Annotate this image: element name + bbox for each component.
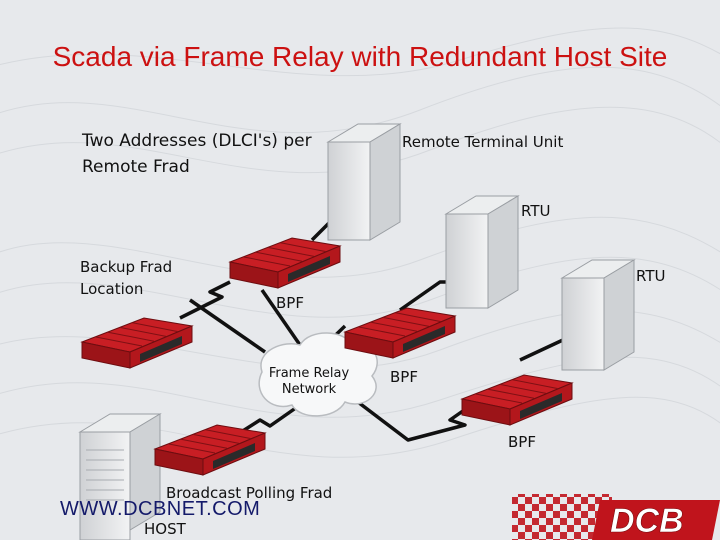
label-bpf-3: BPF: [508, 433, 536, 451]
server-rtu-2: [560, 259, 636, 371]
label-polling-frad: Broadcast Polling Frad: [166, 484, 333, 502]
link-frad3-cloud: [348, 394, 472, 442]
label-bpf-1: BPF: [276, 294, 304, 312]
frad-middle: [343, 307, 457, 359]
server-host: [78, 413, 162, 540]
frad-polling: [153, 424, 267, 476]
frame-relay-cloud: [258, 332, 378, 417]
server-rtu-main: [326, 123, 402, 241]
label-rtu-main: Remote Terminal Unit: [402, 133, 564, 151]
label-rtu-2: RTU: [636, 267, 666, 285]
frad-top: [228, 237, 342, 289]
label-frame-relay-network: Frame Relay Network: [268, 366, 350, 397]
label-bpf-2: BPF: [390, 368, 418, 386]
link-backup-cloud: [189, 298, 266, 354]
label-rtu-1: RTU: [521, 202, 551, 220]
frad-right: [460, 374, 574, 426]
label-host: HOST: [144, 520, 186, 538]
logo-text: DCB: [610, 502, 684, 540]
link-frad1-cloud: [260, 289, 302, 346]
frad-devices: [80, 237, 574, 476]
server-rtu-1: [444, 195, 520, 309]
frad-backup: [80, 317, 194, 369]
label-addresses: Two Addresses (DLCI's) per Remote Frad: [82, 131, 312, 177]
footer-url[interactable]: WWW.DCBNET.COM: [60, 498, 261, 520]
page-title: Scada via Frame Relay with Redundant Hos…: [52, 41, 668, 72]
label-backup-frad: Backup Frad Location: [80, 258, 173, 298]
dcb-logo: DCB: [512, 494, 720, 540]
link-host-cloud: [237, 403, 302, 436]
